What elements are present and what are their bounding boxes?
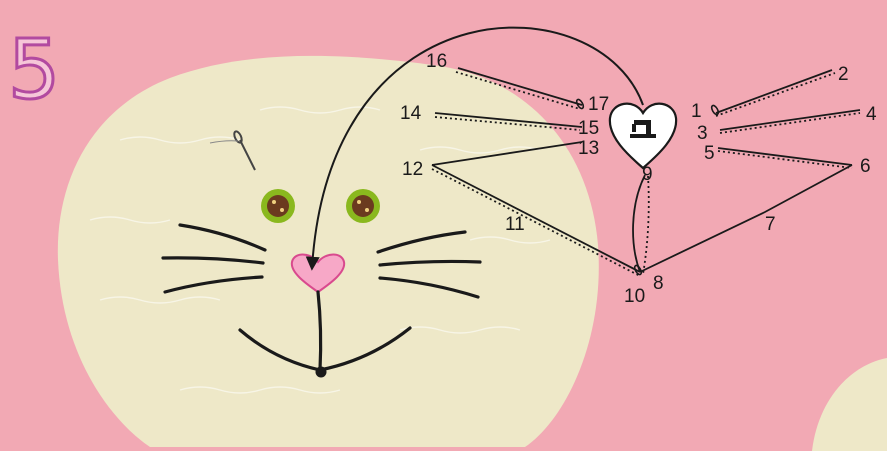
button-eye-icon-right	[346, 189, 380, 223]
stitch-label-5: 5	[704, 143, 715, 164]
stitch-label-14: 14	[400, 103, 422, 124]
stitch-label-11: 11	[505, 214, 525, 235]
stitch-label-8: 8	[653, 273, 664, 294]
stitch-label-6: 6	[860, 156, 871, 177]
stitch-label-10: 10	[624, 286, 645, 307]
stitch-label-13: 13	[578, 138, 599, 159]
mouth-knot	[316, 367, 327, 378]
stitch-label-9: 9	[642, 164, 653, 185]
cat-face-partial	[812, 358, 887, 451]
stitch-label-15: 15	[578, 118, 599, 139]
stitch-label-17: 17	[588, 94, 609, 115]
stitch-label-1: 1	[691, 101, 702, 122]
stitch-label-3: 3	[697, 123, 708, 144]
stitch-label-7: 7	[765, 214, 776, 235]
button-eye-icon-left	[261, 189, 295, 223]
stitch-label-16: 16	[426, 51, 447, 72]
cat-face	[58, 56, 599, 447]
stitch-label-2: 2	[838, 64, 849, 85]
stitch-label-4: 4	[866, 104, 877, 125]
stitch-label-12: 12	[402, 159, 423, 180]
